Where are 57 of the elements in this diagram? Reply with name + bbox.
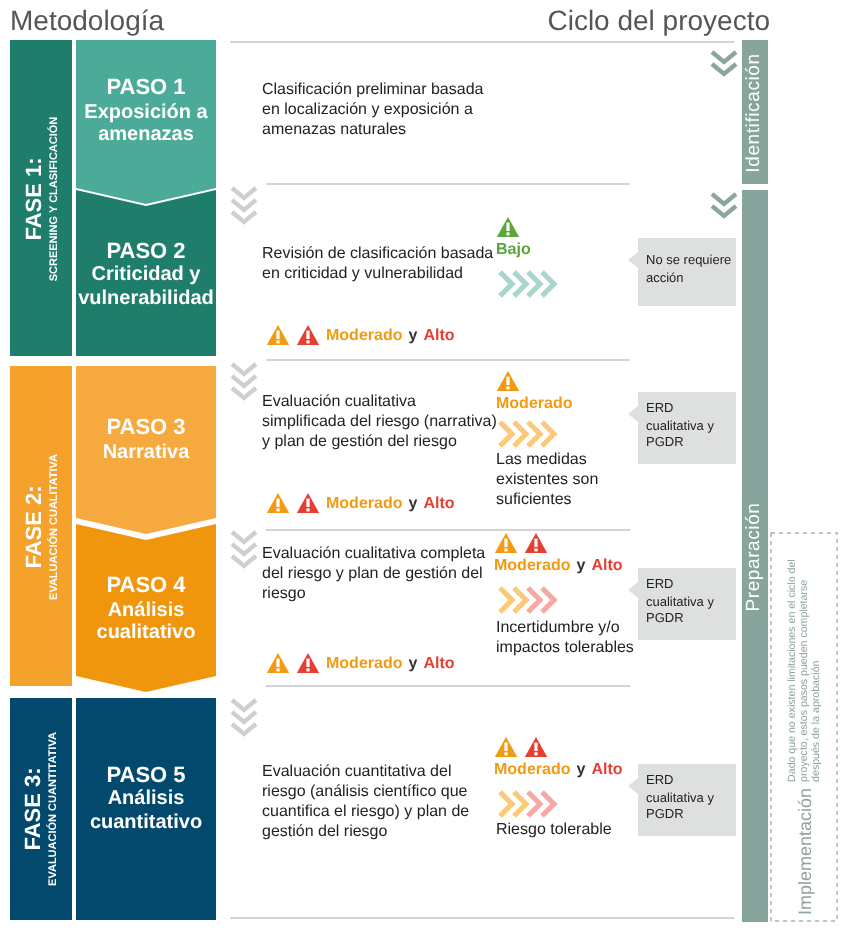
description-text: Incertidumbre y/o impactos tolerables bbox=[496, 618, 636, 658]
description-text: Evaluación cuantitativa del riesgo (análisis científico que cuantifica el riesgo) y plan de gestión del riesgo bbox=[262, 762, 472, 842]
description-text: Clasificación preliminar basada en localización y exposición a amenazas naturales bbox=[262, 80, 486, 140]
description-text: Evaluación cualitativa simplificada del riesgo (narrativa) y plan de gestión del riesgo bbox=[262, 392, 497, 452]
step-number: PASO 2 bbox=[106, 239, 186, 265]
description-text: Riesgo tolerable bbox=[496, 820, 614, 840]
risk-level-text: Alto bbox=[591, 558, 623, 574]
risk-level-text: Bajo bbox=[496, 242, 531, 258]
stage-label: Preparación bbox=[744, 501, 766, 611]
risk-level-text: y bbox=[408, 327, 418, 343]
step-arrow-box bbox=[76, 366, 216, 534]
step-title: Exposición a amenazas bbox=[82, 101, 210, 148]
risk-level-text: Moderado bbox=[326, 655, 403, 671]
callout-box bbox=[628, 392, 736, 464]
phase-title: FASE 2: bbox=[22, 484, 47, 568]
stage-label: Implementación bbox=[794, 786, 814, 914]
step-arrow-box bbox=[76, 524, 216, 692]
callout-box bbox=[628, 764, 736, 836]
phase-title: FASE 3: bbox=[22, 767, 47, 851]
description-text: Las medidas existentes son suficientes bbox=[496, 450, 601, 510]
step-number: PASO 4 bbox=[106, 574, 186, 600]
step-number: PASO 1 bbox=[106, 76, 186, 102]
risk-level-text: Moderado bbox=[496, 396, 573, 412]
cycle-stage-bar bbox=[742, 40, 768, 184]
cycle-stage-bar bbox=[742, 190, 768, 922]
risk-level-text: Alto bbox=[591, 762, 623, 778]
risk-level-text: Moderado bbox=[494, 558, 571, 574]
heading: Metodología bbox=[10, 4, 165, 39]
phase-band bbox=[10, 40, 72, 356]
stage-label: Identificación bbox=[744, 52, 766, 172]
risk-level-text: y bbox=[576, 762, 586, 778]
step-title: Criticidad y vulnerabilidad bbox=[76, 264, 216, 311]
description-text: Revisión de clasificación basada en criticidad y vulnerabilidad bbox=[262, 244, 496, 284]
risk-level-text: Alto bbox=[423, 327, 455, 343]
step-arrow-box bbox=[76, 40, 216, 204]
description-text: Evaluación cualitativa completa del riesgo y plan de gestión del riesgo bbox=[262, 544, 486, 604]
risk-level-text: Alto bbox=[423, 495, 455, 511]
risk-level-text: Moderado bbox=[326, 495, 403, 511]
step-number: PASO 3 bbox=[106, 415, 186, 442]
heading: Ciclo del proyecto bbox=[545, 4, 770, 39]
risk-level-text: y bbox=[408, 655, 418, 671]
risk-level-text: y bbox=[408, 495, 418, 511]
risk-level-text: Moderado bbox=[494, 762, 571, 778]
step-title: Narrativa bbox=[102, 441, 190, 465]
dashed-box bbox=[770, 532, 838, 922]
risk-level-text: Alto bbox=[423, 655, 455, 671]
callout-box bbox=[628, 568, 736, 640]
risk-level-text: y bbox=[576, 558, 586, 574]
step-title: Análisis cualitativo bbox=[94, 599, 198, 646]
phase-title: FASE 1: bbox=[22, 156, 47, 240]
step-number: PASO 5 bbox=[106, 763, 186, 789]
phase-band bbox=[10, 698, 72, 920]
callout-box bbox=[628, 238, 736, 306]
phase-band bbox=[10, 366, 72, 686]
risk-level-text: Moderado bbox=[326, 327, 403, 343]
step-title: Análisis cuantitativo bbox=[87, 788, 205, 835]
step-arrow-box bbox=[76, 190, 216, 356]
